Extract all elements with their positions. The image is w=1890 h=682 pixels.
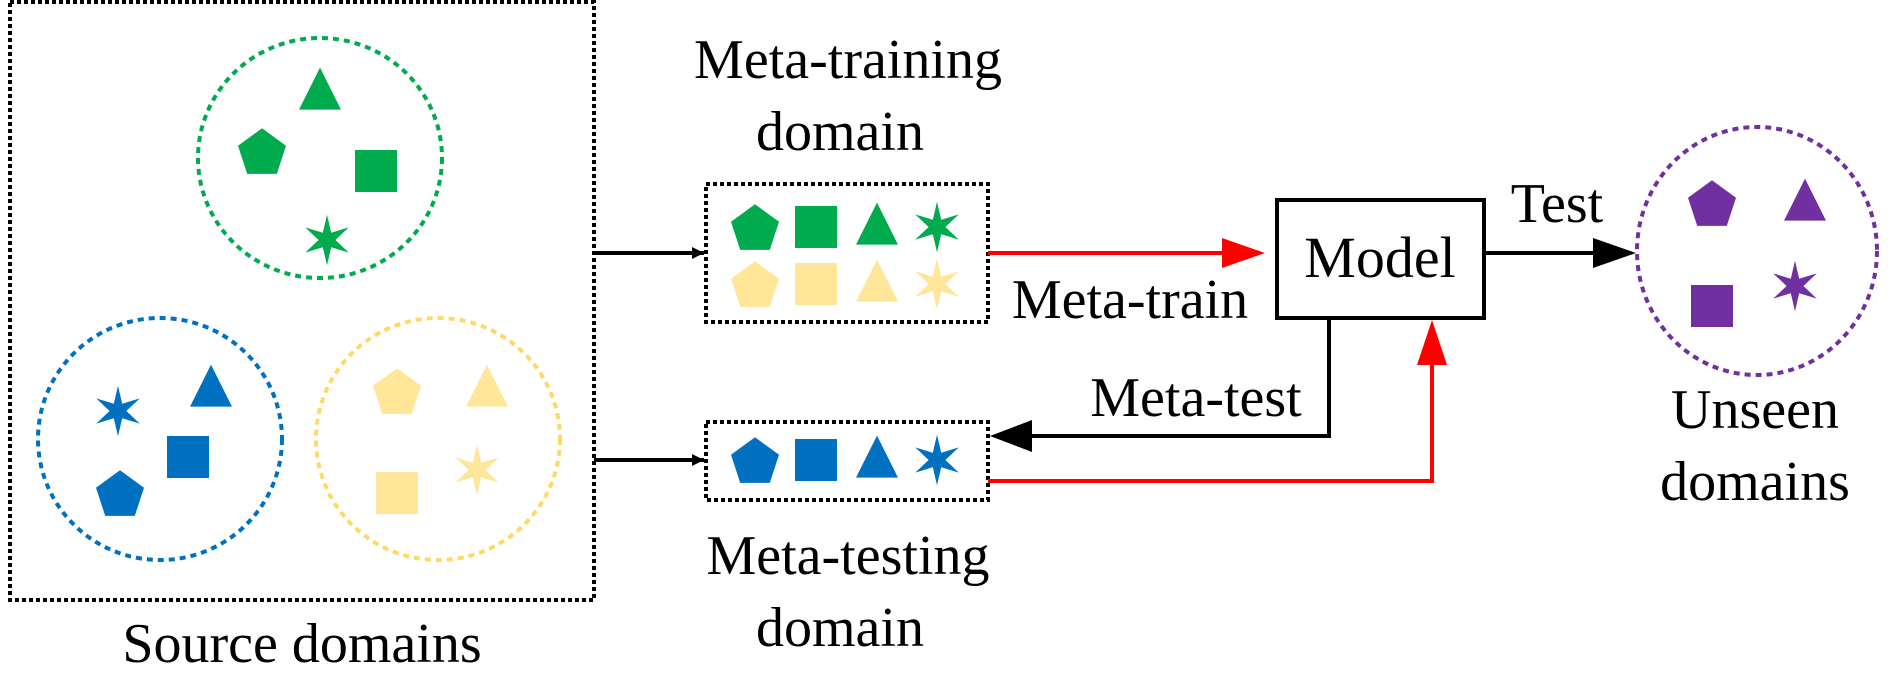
test-arrowhead [1593,238,1636,268]
unseen-label-line2: domains [1660,451,1850,513]
triangle-icon [1784,178,1826,221]
meta-training-label-line1: Meta-training [694,29,1002,91]
meta-testing-box [704,420,990,502]
pentagon-icon [1688,180,1736,226]
unseen-domains: Unseen domains [1635,125,1879,513]
pentagon-icon [731,204,779,250]
yellow-domain-circle [314,316,562,562]
star-icon [1773,260,1817,312]
test-label: Test [1511,173,1604,235]
star-icon [305,214,349,266]
triangle-icon [856,202,898,245]
pentagon-icon [731,261,779,307]
star-icon [915,434,959,486]
triangle-icon [190,364,232,407]
pentagon-icon [373,368,421,414]
meta-test-loss-arrowhead [1417,320,1447,365]
meta-testing-label-line2: domain [756,597,924,659]
meta-train-label: Meta-train [1012,269,1248,331]
blue-domain-circle [36,316,284,562]
triangle-icon [299,67,341,110]
square-icon [376,472,418,514]
triangle-icon [856,259,898,302]
model-node: Model [1275,198,1486,320]
blue-domain-shapes [96,364,232,516]
meta-test-label: Meta-test [1090,367,1302,429]
square-icon [167,436,209,478]
meta-testing-domain: Meta-testing domain [704,420,990,659]
model-label: Model [1304,225,1455,290]
star-icon [915,201,959,253]
square-icon [795,206,837,248]
source-domains-label: Source domains [122,613,481,675]
pentagon-icon [96,470,144,516]
meta-test-loss-arrow [988,362,1434,483]
meta-training-label-line2: domain [756,101,924,163]
unseen-domain-circle [1635,125,1879,377]
pentagon-icon [238,128,286,174]
green-domain-circle [196,36,444,280]
star-icon [455,444,499,496]
square-icon [795,439,837,481]
square-icon [355,150,397,192]
square-icon [795,263,837,305]
triangle-icon [466,364,508,407]
meta-training-domain: Meta-training domain [694,29,1002,324]
meta-test-arrowhead [990,420,1032,452]
meta-testing-label-line1: Meta-testing [706,525,989,587]
square-icon [1691,285,1733,327]
star-icon [915,258,959,310]
source-domains: Source domains [8,0,596,675]
triangle-icon [856,435,898,478]
meta-test-arrow [1032,318,1331,438]
pentagon-icon [731,437,779,483]
meta-train-arrowhead [1222,238,1265,268]
model-box [1275,198,1486,320]
source-domains-box [8,0,596,602]
green-domain-shapes [238,67,397,266]
star-icon [96,385,140,437]
unseen-label-line1: Unseen [1671,379,1839,441]
yellow-domain-shapes [373,364,508,514]
